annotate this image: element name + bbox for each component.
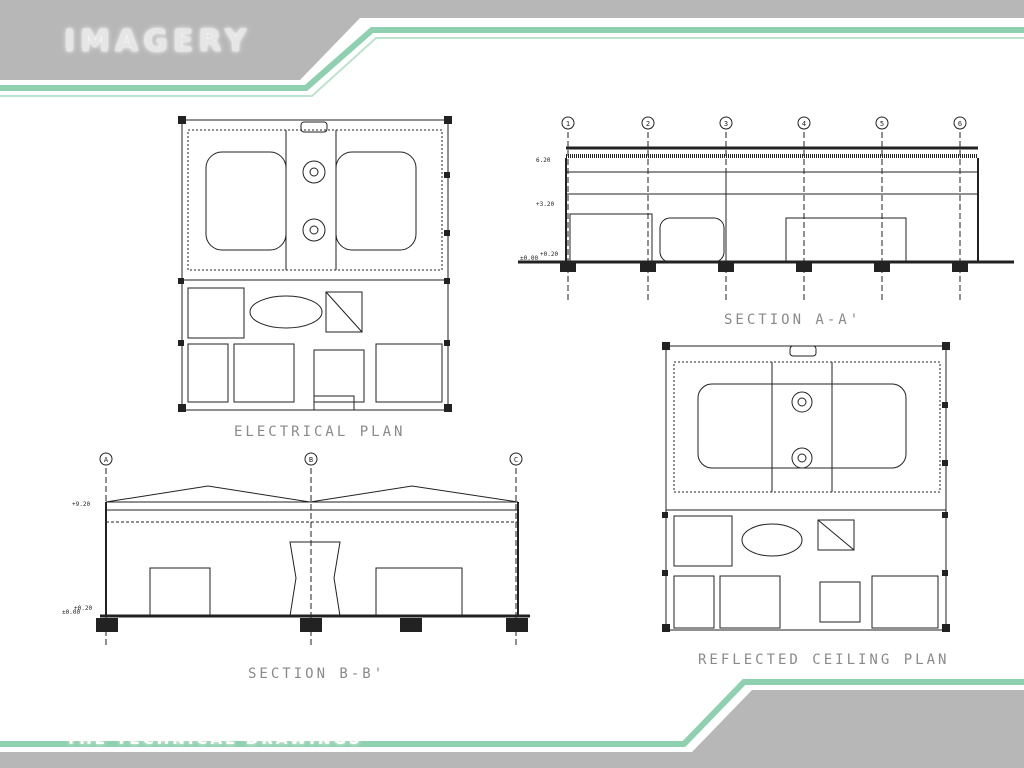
grid-label: 1 <box>566 120 570 128</box>
section-aa-title: SECTION A-A' <box>724 312 862 328</box>
footer-title: THE TECHNICAL DRAWINGS <box>66 730 363 748</box>
grid-label: 4 <box>802 120 806 128</box>
level-mark: ±0.00 <box>520 255 538 262</box>
header-band <box>0 0 1024 80</box>
header-accent-stripe-2 <box>0 37 1024 97</box>
reflected-ceiling-plan-drawing <box>662 342 950 632</box>
reflected-ceiling-plan-title: REFLECTED CEILING PLAN <box>698 652 950 668</box>
header-accent-stripe <box>0 27 1024 91</box>
footer-accent-stripe <box>0 679 1024 747</box>
level-mark: +0.20 <box>540 251 558 258</box>
level-mark: ±0.00 <box>62 609 80 616</box>
level-mark: +0.20 <box>74 605 92 612</box>
grid-label: 2 <box>646 120 650 128</box>
grid-label: 5 <box>880 120 884 128</box>
grid-label: A <box>104 456 109 464</box>
level-mark: +9.20 <box>72 501 90 508</box>
level-mark: +3.20 <box>536 201 554 208</box>
grid-label: C <box>514 456 518 464</box>
electrical-plan-drawing <box>178 116 452 412</box>
section-bb-title: SECTION B-B' <box>248 666 386 682</box>
footer-band <box>0 690 1024 768</box>
grid-label: 3 <box>724 120 728 128</box>
section-aa-drawing: 1 2 3 4 5 6 6.20 +3.20 +0.20 ±0.00 <box>518 116 1014 300</box>
level-mark: 6.20 <box>536 157 551 164</box>
section-bb-drawing: A B C +9.20 +0.20 ±0.00 <box>62 452 530 646</box>
electrical-plan-title: ELECTRICAL PLAN <box>234 424 406 440</box>
brand-title: IMAGERY <box>64 24 252 59</box>
grid-label: B <box>309 456 313 464</box>
grid-label: 6 <box>958 120 962 128</box>
